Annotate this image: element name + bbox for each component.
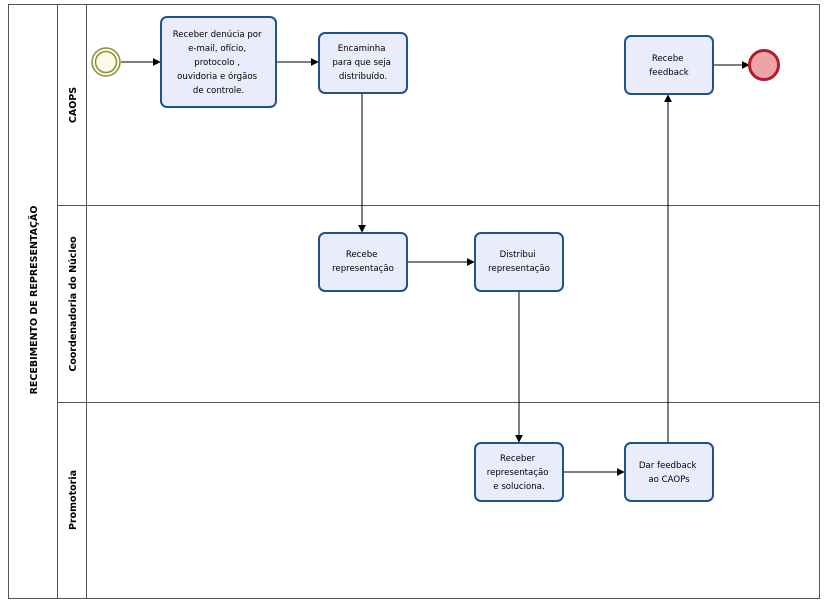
svg-text:Encaminha para que seja: Encaminha para que seja distribuído. bbox=[332, 44, 393, 82]
svg-text:Recebe feedback: Recebe feedback bbox=[649, 54, 689, 78]
lane-label-promotoria: Promotoria bbox=[68, 470, 79, 530]
task-text-line: Receber bbox=[500, 454, 536, 464]
task-text-line: e-mail, ofício, bbox=[188, 44, 246, 54]
svg-text:Recebe representação: Recebe representação bbox=[332, 250, 394, 274]
svg-text:Receber denúcia por e-ma: Receber denúcia por e-mail, ofício, prot… bbox=[173, 30, 265, 96]
end-event[interactable] bbox=[748, 49, 780, 81]
task-recebe-feedback[interactable]: Recebe feedback bbox=[624, 35, 714, 95]
task-text-line: de controle. bbox=[193, 86, 244, 96]
task-text-line: Receber denúcia por bbox=[173, 30, 262, 40]
sequence-flows bbox=[121, 58, 750, 476]
task-text-line: representação bbox=[487, 468, 549, 478]
task-text-line: feedback bbox=[649, 68, 689, 78]
svg-text:Distribui representação: Distribui representação bbox=[488, 250, 550, 274]
start-event[interactable] bbox=[91, 47, 121, 77]
task-dar-feedback[interactable]: Dar feedback ao CAOPs bbox=[624, 442, 714, 502]
task-recebe-representacao[interactable]: Recebe representação bbox=[318, 232, 408, 292]
task-text-line: para que seja bbox=[332, 58, 391, 68]
task-text-line: Recebe bbox=[652, 54, 684, 64]
lane-label-coordenadoria: Coordenadoria do Núcleo bbox=[68, 236, 79, 372]
task-text-line: Encaminha bbox=[338, 44, 386, 54]
svg-text:Receber representação: Receber representação e soluciona. bbox=[487, 454, 552, 492]
task-text-line: ao CAOPs bbox=[648, 475, 690, 485]
task-text-line: ouvidoria e órgãos bbox=[177, 71, 257, 82]
task-encaminha[interactable]: Encaminha para que seja distribuído. bbox=[318, 32, 408, 94]
task-text-line: representação bbox=[332, 264, 394, 274]
task-text-line: Distribui bbox=[500, 250, 536, 260]
svg-text:Dar feedback ao CAOPs: Dar feedback ao CAOPs bbox=[639, 461, 699, 485]
task-receber-soluciona[interactable]: Receber representação e soluciona. bbox=[474, 442, 564, 502]
task-text-line: e soluciona. bbox=[493, 482, 544, 492]
task-text-line: representação bbox=[488, 264, 550, 274]
task-text-line: distribuído. bbox=[339, 72, 387, 82]
task-text-line: Dar feedback bbox=[639, 461, 697, 471]
task-distribui-representacao[interactable]: Distribui representação bbox=[474, 232, 564, 292]
lane-label-caops: CAOPS bbox=[68, 87, 79, 123]
task-text-line: Recebe bbox=[346, 250, 378, 260]
task-text-line: protocolo , bbox=[194, 58, 240, 68]
pool-label: RECEBIMENTO DE REPRESENTAÇÃO bbox=[29, 206, 40, 395]
task-receber-denuncia[interactable]: Receber denúcia por e-mail, ofício, prot… bbox=[160, 16, 277, 108]
